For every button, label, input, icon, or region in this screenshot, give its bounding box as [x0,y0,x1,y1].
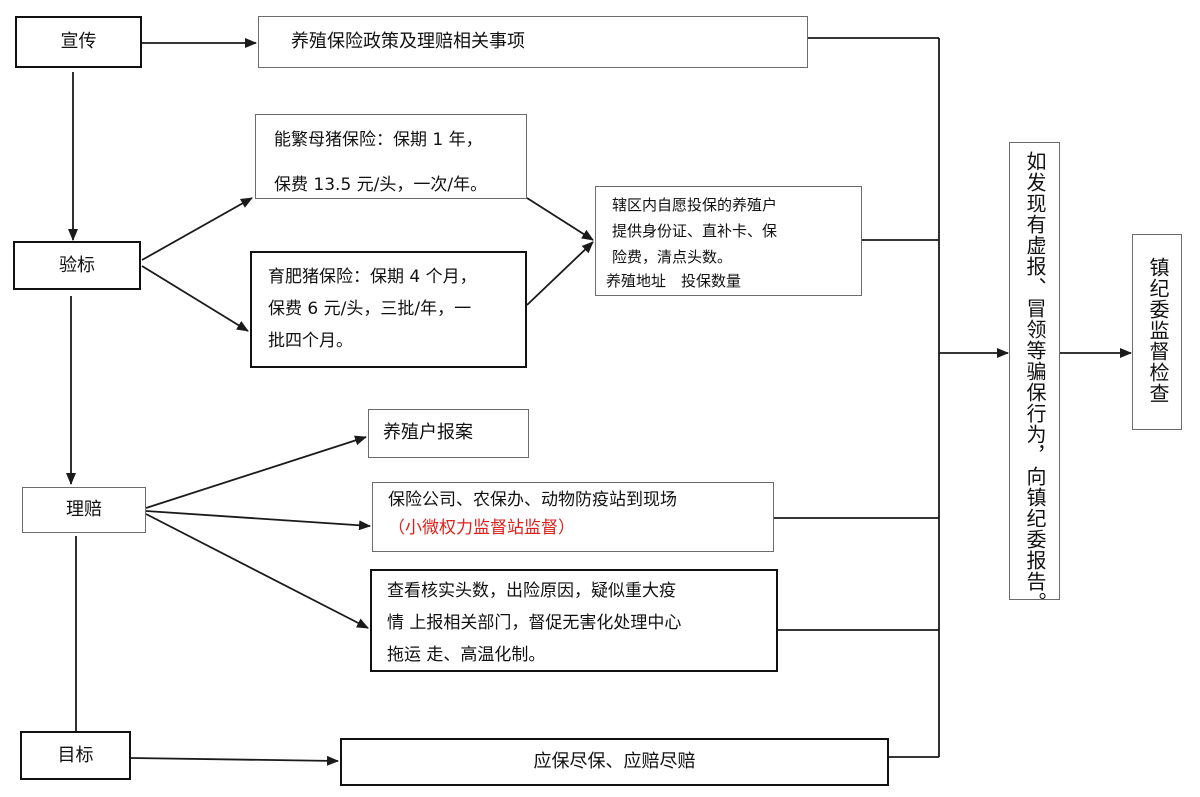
claims-label: 理赔 [66,499,102,521]
sow-line2: 保费 13.5 元/头，一次/年。 [274,175,488,195]
arrow-claims-verify [145,513,369,629]
onsite-box: 保险公司、农保办、动物防疫站到现场 （小微权力监督站监督） [372,482,774,552]
goal-label: 目标 [57,744,94,766]
goal-box-label: 目标 [20,731,131,780]
arrow-inspection-sow [141,197,253,261]
policy-text: 养殖保险政策及理赔相关事项 [291,31,525,52]
discipline-check-box: 镇纪委监督检查 [1132,234,1182,430]
inspection-label: 验标 [59,254,95,276]
fraud-report-text: 如发现有虚报、冒领等骗保行为，向镇纪委报告。 [1023,151,1047,613]
arrow-claims-onsite [145,510,371,531]
fattening-line3: 批四个月。 [268,331,353,351]
farmer-line2: 提供身份证、直补卡、保 [612,222,778,240]
arrow-goal-box [130,755,339,766]
verify-line2: 情 上报相关部门，督促无害化处理中心 [387,613,682,633]
sow-line1: 能繁母猪保险：保期 1 年， [274,130,483,150]
arrow-sow-farmer [526,197,594,241]
verify-box: 查看核实头数，出险原因，疑似重大疫 情 上报相关部门，督促无害化处理中心 拖运 … [370,569,778,672]
claims-box: 理赔 [22,487,146,533]
verify-line3: 拖运 走、高温化制。 [387,645,546,665]
goal-text: 应保尽保、应赔尽赔 [533,751,696,773]
arrow-inspection-fattening [141,265,249,332]
report-text: 养殖户报案 [383,422,473,443]
publicity-box: 宣传 [15,16,142,68]
farmer-info-box: 辖区内自愿投保的养殖户 提供身份证、直补卡、保 险费，清点头数。 养殖地址 投保… [595,186,862,296]
report-box: 养殖户报案 [368,409,529,458]
inspection-box: 验标 [13,241,141,290]
farmer-line1: 辖区内自愿投保的养殖户 [612,196,778,214]
discipline-check-text: 镇纪委监督检查 [1146,257,1170,404]
sow-insurance-box: 能繁母猪保险：保期 1 年， 保费 13.5 元/头，一次/年。 [255,114,527,199]
farmer-line3: 险费，清点头数。 [612,248,733,266]
verify-line1: 查看核实头数，出险原因，疑似重大疫 [387,581,676,601]
onsite-line1: 保险公司、农保办、动物防疫站到现场 [388,490,677,510]
publicity-label: 宣传 [60,31,97,53]
goal-box: 应保尽保、应赔尽赔 [340,738,889,786]
policy-box: 养殖保险政策及理赔相关事项 [258,16,808,68]
fattening-line2: 保费 6 元/头，三批/年，一 [268,299,472,319]
fraud-report-box: 如发现有虚报、冒领等骗保行为，向镇纪委报告。 [1009,142,1060,613]
arrow-claims-report [145,435,367,509]
arrow-fattening-farmer [526,241,594,306]
farmer-line4: 养殖地址 投保数量 [606,272,742,290]
onsite-line2: （小微权力监督站监督） [388,518,575,538]
fattening-insurance-box: 育肥猪保险：保期 4 个月， 保费 6 元/头，三批/年，一 批四个月。 [250,251,527,368]
fattening-line1: 育肥猪保险：保期 4 个月， [268,267,477,287]
